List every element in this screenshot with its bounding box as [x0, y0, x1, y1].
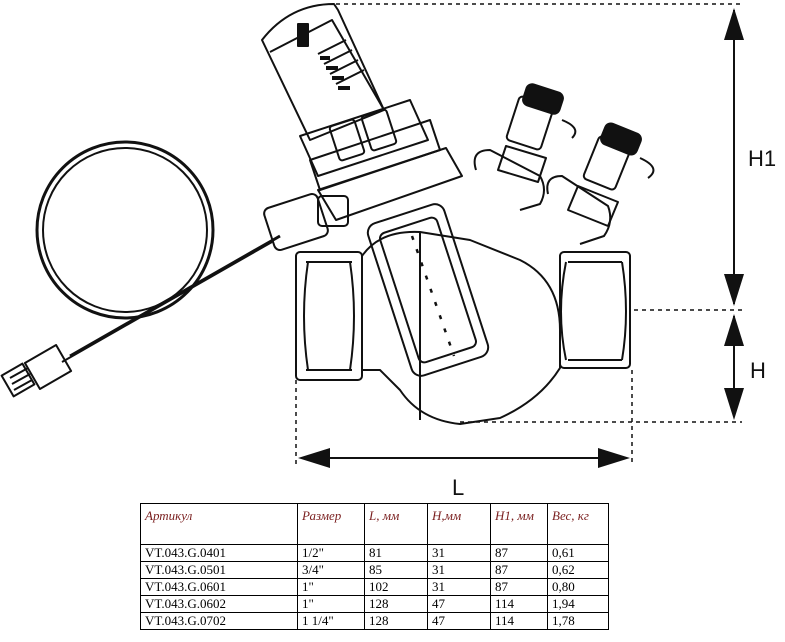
dimension-lines: [295, 3, 742, 466]
sensor-fitting: [0, 344, 73, 398]
cell-height: 31: [427, 544, 491, 562]
cell-length: 85: [364, 561, 428, 579]
cell-length: 128: [364, 612, 428, 630]
cell-height: 47: [427, 612, 491, 630]
cell-height1: 114: [490, 612, 548, 630]
cell-size: 3/4": [297, 561, 365, 579]
spec-table: Артикул Размер L, мм H,мм H1, мм Вес, кг…: [140, 503, 609, 630]
cell-article: VT.043.G.0601: [140, 578, 298, 596]
cell-height1: 87: [490, 544, 548, 562]
header-height: H,мм: [427, 503, 491, 545]
actuator-head: [261, 3, 385, 141]
table-row: VT.043.G.0602 1" 128 47 114 1,94: [140, 595, 609, 613]
table-header-row: Артикул Размер L, мм H,мм H1, мм Вес, кг: [140, 503, 609, 545]
header-size: Размер: [297, 503, 365, 545]
cell-weight: 1,94: [547, 595, 609, 613]
union-nut: [299, 99, 463, 221]
header-article: Артикул: [140, 503, 298, 545]
header-length: L, мм: [364, 503, 428, 545]
cell-weight: 0,61: [547, 544, 609, 562]
cell-article: VT.043.G.0401: [140, 544, 298, 562]
cell-size: 1": [297, 595, 365, 613]
table-row: VT.043.G.0601 1" 102 31 87 0,80: [140, 578, 609, 596]
cell-article: VT.043.G.0702: [140, 612, 298, 630]
capillary-coil: [35, 140, 215, 320]
header-weight: Вес, кг: [547, 503, 609, 545]
test-port-2: [546, 122, 655, 245]
cell-height1: 87: [490, 561, 548, 579]
cell-weight: 0,62: [547, 561, 609, 579]
cell-article: VT.043.G.0501: [140, 561, 298, 579]
cell-article: VT.043.G.0602: [140, 595, 298, 613]
cell-size: 1 1/4": [297, 612, 365, 630]
cell-height1: 114: [490, 595, 548, 613]
dim-label-h1: H1: [748, 146, 776, 171]
table-row: VT.043.G.0401 1/2" 81 31 87 0,61: [140, 544, 609, 562]
dim-label-l: L: [452, 475, 464, 500]
dim-label-h: H: [750, 358, 766, 383]
valve-drawing: H1 H L: [0, 3, 776, 500]
cell-length: 102: [364, 578, 428, 596]
cell-height1: 87: [490, 578, 548, 596]
cell-weight: 0,80: [547, 578, 609, 596]
test-port-1: [473, 83, 577, 211]
cell-length: 81: [364, 544, 428, 562]
cell-height: 31: [427, 578, 491, 596]
capillary-tube: [69, 234, 281, 358]
cell-weight: 1,78: [547, 612, 609, 630]
valve-body: [295, 203, 631, 425]
cell-length: 128: [364, 595, 428, 613]
table-row: VT.043.G.0702 1 1/4" 128 47 114 1,78: [140, 612, 609, 630]
cell-size: 1": [297, 578, 365, 596]
cell-size: 1/2": [297, 544, 365, 562]
header-height1: H1, мм: [490, 503, 548, 545]
table-row: VT.043.G.0501 3/4" 85 31 87 0,62: [140, 561, 609, 579]
cell-height: 31: [427, 561, 491, 579]
cell-height: 47: [427, 595, 491, 613]
